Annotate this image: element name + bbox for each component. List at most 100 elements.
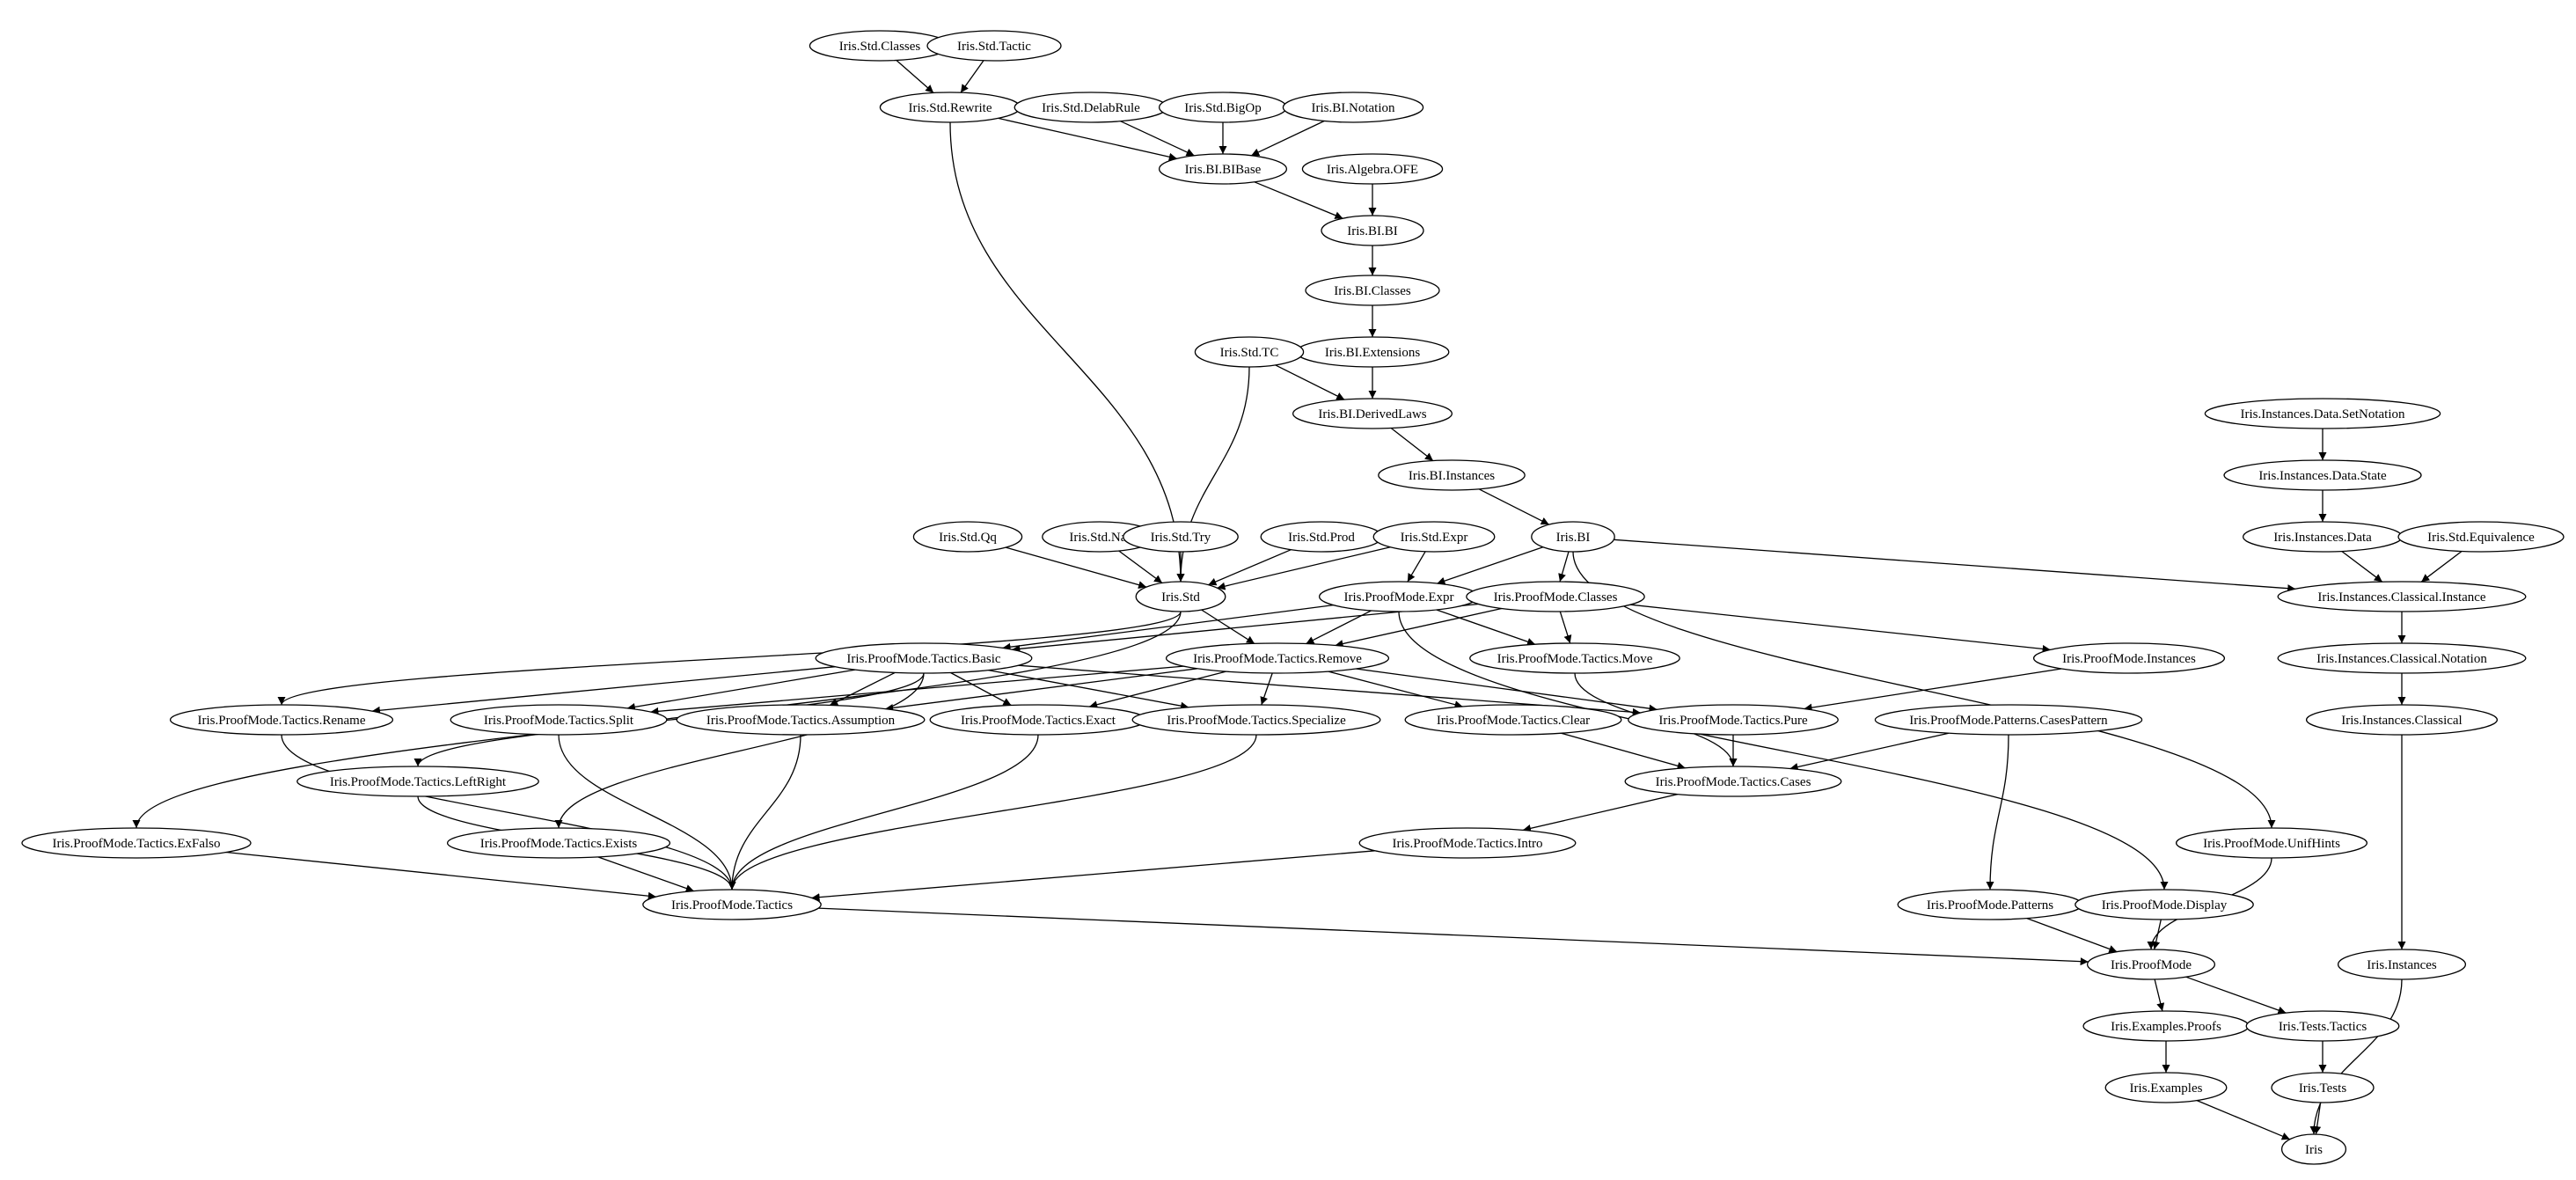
graph-node-std: Iris.Std bbox=[1135, 581, 1226, 612]
node-label: Iris.BI.Notation bbox=[1312, 101, 1395, 115]
node-shape bbox=[1358, 827, 1577, 859]
node-label: Iris.Examples bbox=[2130, 1081, 2203, 1096]
graph-node-pmexpr: Iris.ProofMode.Expr bbox=[1318, 581, 1480, 612]
graph-node-clinst: Iris.Instances.Classical.Instance bbox=[2277, 581, 2527, 612]
graph-node-pure: Iris.ProofMode.Tactics.Pure bbox=[1628, 704, 1839, 736]
node-shape bbox=[912, 521, 1023, 553]
node-shape bbox=[2175, 827, 2368, 859]
node-shape bbox=[2280, 1133, 2347, 1165]
node-shape bbox=[926, 30, 1062, 62]
node-label: Iris.BI.DerivedLaws bbox=[1318, 407, 1426, 421]
edge-bi-to-pmexpr bbox=[1437, 546, 1544, 585]
edge-examples-to-iris bbox=[2196, 1100, 2291, 1140]
node-shape bbox=[2223, 459, 2422, 491]
node-shape bbox=[169, 704, 394, 736]
graph-node-tactics: Iris.ProofMode.Tactics bbox=[642, 889, 822, 920]
graph-node-bigop: Iris.Std.BigOp bbox=[1158, 92, 1288, 123]
node-label: Iris bbox=[2305, 1143, 2323, 1157]
graph-node-biext: Iris.BI.Extensions bbox=[1295, 336, 1450, 368]
node-shape bbox=[1292, 398, 1453, 429]
node-label: Iris.ProofMode.Tactics.ExFalso bbox=[52, 837, 220, 851]
node-shape bbox=[2032, 642, 2226, 674]
graph-node-delab: Iris.Std.DelabRule bbox=[1014, 92, 1168, 123]
node-label: Iris.Tests bbox=[2299, 1081, 2347, 1096]
node-label: Iris.Instances.Data.State bbox=[2258, 469, 2387, 483]
edge-casespat-to-patterns bbox=[1986, 734, 2009, 890]
graph-node-exfalso: Iris.ProofMode.Tactics.ExFalso bbox=[21, 827, 252, 859]
graph-node-derived: Iris.BI.DerivedLaws bbox=[1292, 398, 1453, 429]
node-shape bbox=[296, 766, 539, 797]
node-label: Iris.BI.Instances bbox=[1409, 469, 1495, 483]
edge-expr-to-std bbox=[1217, 546, 1391, 590]
graph-node-move: Iris.ProofMode.Tactics.Move bbox=[1469, 642, 1680, 674]
node-label: Iris.Std.Classes bbox=[839, 40, 921, 54]
node-shape bbox=[1131, 704, 1381, 736]
edge-proofmode-to-ttactics bbox=[2185, 976, 2287, 1015]
node-label: Iris.Std.Tactic bbox=[957, 40, 1031, 54]
node-label: Iris.Std.Qq bbox=[939, 531, 997, 545]
node-label: Iris.ProofMode.Tactics.Pure bbox=[1658, 714, 1808, 728]
edge-idata-to-clinst bbox=[2341, 550, 2383, 583]
graph-node-remove: Iris.ProofMode.Tactics.Remove bbox=[1165, 642, 1390, 674]
graph-node-ofe: Iris.Algebra.OFE bbox=[1301, 153, 1444, 185]
edge-basic-to-leftright bbox=[413, 672, 925, 767]
node-label: Iris.BI.Extensions bbox=[1325, 346, 1420, 360]
edge-casespat-to-cases bbox=[1789, 732, 1950, 771]
node-label: Iris.ProofMode.Expr bbox=[1344, 590, 1454, 605]
edge-remove-to-split bbox=[650, 665, 1184, 715]
graph-node-basic: Iris.ProofMode.Tactics.Basic bbox=[815, 642, 1033, 674]
node-label: Iris.ProofMode.UnifHints bbox=[2203, 837, 2340, 851]
node-label: Iris.Std.Try bbox=[1151, 531, 1211, 545]
node-label: Iris.ProofMode.Patterns.CasesPattern bbox=[1909, 714, 2108, 728]
graph-node-pmclasses: Iris.ProofMode.Classes bbox=[1466, 581, 1645, 612]
node-label: Iris.Std.BigOp bbox=[1184, 101, 1262, 115]
node-shape bbox=[1135, 581, 1226, 612]
node-shape bbox=[1165, 642, 1390, 674]
node-shape bbox=[1874, 704, 2143, 736]
node-shape bbox=[2075, 889, 2254, 920]
graph-node-bi: Iris.BI bbox=[1531, 521, 1615, 553]
node-label: Iris.ProofMode.Display bbox=[2102, 898, 2228, 912]
edge-exists-to-tactics bbox=[597, 856, 694, 892]
node-label: Iris.ProofMode.Instances bbox=[2062, 652, 2196, 666]
node-label: Iris.Examples.Proofs bbox=[2111, 1020, 2221, 1034]
edge-delab-to-bibase bbox=[1120, 121, 1195, 157]
edge-qq-to-std bbox=[1006, 546, 1147, 589]
node-label: Iris.Instances.Data bbox=[2273, 531, 2372, 545]
node-shape bbox=[1282, 92, 1424, 123]
node-label: Iris.ProofMode.Tactics.Split bbox=[484, 714, 634, 728]
node-label: Iris.Tests.Tactics bbox=[2279, 1020, 2367, 1034]
edge-basic-to-spec bbox=[988, 669, 1189, 710]
graph-node-exproofs: Iris.Examples.Proofs bbox=[2082, 1010, 2250, 1042]
graph-node-setnot: Iris.Instances.Data.SetNotation bbox=[2204, 398, 2441, 429]
node-shape bbox=[2277, 642, 2527, 674]
node-label: Iris.Instances.Classical bbox=[2341, 714, 2462, 728]
edge-remove-to-exact bbox=[1089, 671, 1226, 709]
graph-node-clnot: Iris.Instances.Classical.Notation bbox=[2277, 642, 2527, 674]
edge-clear-to-cases bbox=[1561, 732, 1686, 770]
edge-biinst-to-bi bbox=[1478, 488, 1549, 525]
edge-nat-to-std bbox=[1118, 550, 1163, 584]
graph-node-classes: Iris.Std.Classes bbox=[809, 30, 951, 62]
edge-basic-to-split bbox=[626, 669, 856, 711]
node-shape bbox=[642, 889, 822, 920]
graph-node-biinst: Iris.BI.Instances bbox=[1378, 459, 1526, 491]
graph-node-biclasses: Iris.BI.Classes bbox=[1305, 275, 1440, 306]
node-label: Iris.Instances.Classical.Notation bbox=[2316, 652, 2487, 666]
node-label: Iris.ProofMode.Tactics.Assumption bbox=[706, 714, 896, 728]
node-shape bbox=[1194, 336, 1305, 368]
node-shape bbox=[2271, 1072, 2375, 1103]
edge-basic-to-exact bbox=[950, 671, 1012, 707]
graph-node-cases: Iris.ProofMode.Tactics.Cases bbox=[1624, 766, 1842, 797]
edge-rewrite-to-std bbox=[949, 121, 1185, 583]
edge-derived-to-biinst bbox=[1390, 427, 1434, 462]
node-label: Iris.Std.Prod bbox=[1288, 531, 1355, 545]
node-shape bbox=[1305, 275, 1440, 306]
edge-equiv-to-clinst bbox=[2420, 550, 2463, 583]
node-label: Iris.ProofMode.Patterns bbox=[1927, 898, 2053, 912]
graph-node-leftright: Iris.ProofMode.Tactics.LeftRight bbox=[296, 766, 539, 797]
graph-node-classical: Iris.Instances.Classical bbox=[2305, 704, 2499, 736]
edge-exfalso-to-tactics bbox=[225, 851, 656, 900]
graph-node-tactic: Iris.Std.Tactic bbox=[926, 30, 1062, 62]
